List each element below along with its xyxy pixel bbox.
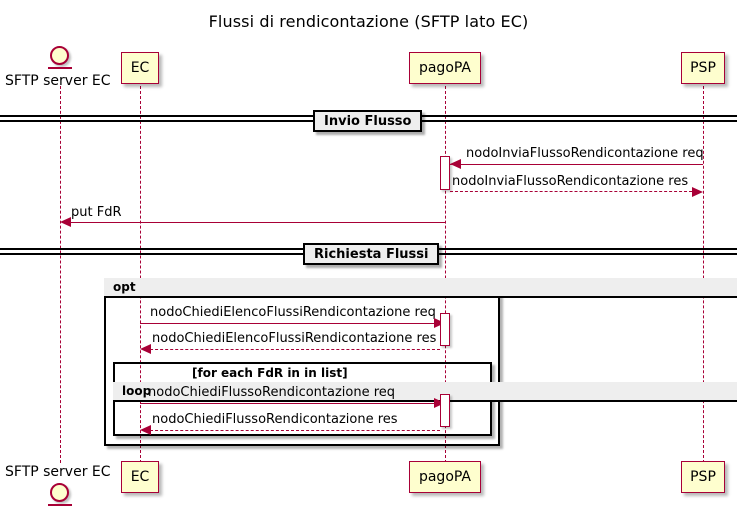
message-line-nodoinviaflussorendicontazione-req	[450, 164, 703, 165]
message-line-nodochiedielencoflussirendicontazione-res	[145, 349, 440, 350]
actor-body-icon	[48, 67, 72, 69]
diagram-title: Flussi di rendicontazione (SFTP lato EC)	[208, 12, 529, 31]
divider-invio-flusso-label: Invio Flusso	[313, 110, 423, 132]
activation-bar-pagopa-1	[440, 156, 450, 190]
message-label-nodoinviaflussorendicontazione-res: nodoInviaFlussoRendicontazione res	[452, 174, 689, 189]
arrow-head-put-fdr	[60, 217, 71, 227]
actor-label-sftp-server-ec-bottom: SFTP server EC	[5, 464, 111, 480]
actor-head-icon	[50, 46, 69, 65]
message-label-nodoinviaflussorendicontazione-req: nodoInviaFlussoRendicontazione req	[466, 146, 704, 161]
fragment-opt-label: opt	[104, 278, 737, 298]
message-line-nodochiedielencoflussirendicontazione-req	[140, 323, 435, 324]
arrow-head-nodochiediflussorendicontazione-req	[434, 398, 445, 408]
actor-label-sftp-server-ec-top: SFTP server EC	[5, 73, 111, 89]
message-line-nodochiediflussorendicontazione-req	[140, 403, 435, 404]
actor-sftp-server-ec-top	[48, 46, 72, 69]
lifeline-psp	[703, 86, 704, 463]
participant-psp-top[interactable]: PSP	[681, 52, 725, 84]
actor-sftp-server-ec-bottom	[48, 483, 72, 506]
participant-psp-bottom[interactable]: PSP	[681, 461, 725, 493]
activation-bar-pagopa-2	[440, 313, 450, 346]
participant-pagopa-top[interactable]: pagoPA	[409, 52, 481, 84]
message-line-nodoinviaflussorendicontazione-res	[450, 191, 692, 192]
message-label-nodochiediflussorendicontazione-res: nodoChiediFlussoRendicontazione res	[152, 412, 398, 427]
message-label-put-fdr: put FdR	[71, 205, 122, 220]
fragment-loop-guard: [for each FdR in in list]	[192, 366, 348, 380]
participant-pagopa-bottom[interactable]: pagoPA	[409, 461, 481, 493]
activation-bar-pagopa-3	[440, 394, 450, 427]
fragment-loop-label: loop	[113, 382, 737, 402]
message-label-nodochiedielencoflussirendicontazione-req: nodoChiediElencoFlussiRendicontazione re…	[150, 305, 436, 320]
lifeline-sftp-server-ec	[60, 86, 61, 463]
arrow-head-nodochiediflussorendicontazione-res	[140, 425, 151, 435]
arrow-head-nodoinviaflussorendicontazione-req	[450, 159, 461, 169]
arrow-head-nodoinviaflussorendicontazione-res	[692, 187, 703, 197]
participant-ec-bottom[interactable]: EC	[121, 461, 159, 493]
lifeline-ec	[140, 86, 141, 463]
message-label-nodochiedielencoflussirendicontazione-res: nodoChiediElencoFlussiRendicontazione re…	[152, 331, 437, 346]
actor-head-icon-bottom	[50, 483, 69, 502]
message-line-nodochiediflussorendicontazione-res	[145, 430, 440, 431]
arrow-head-nodochiedielencoflussirendicontazione-res	[140, 344, 151, 354]
message-line-put-fdr	[65, 222, 445, 223]
message-label-nodochiediflussorendicontazione-req: nodoChiediFlussoRendicontazione req	[148, 385, 396, 400]
arrow-head-nodochiedielencoflussirendicontazione-req	[434, 318, 445, 328]
actor-body-icon-bottom	[48, 504, 72, 506]
participant-ec-top[interactable]: EC	[121, 52, 159, 84]
lifeline-pagopa	[445, 86, 446, 463]
divider-richiesta-flussi-label: Richiesta Flussi	[303, 243, 440, 265]
